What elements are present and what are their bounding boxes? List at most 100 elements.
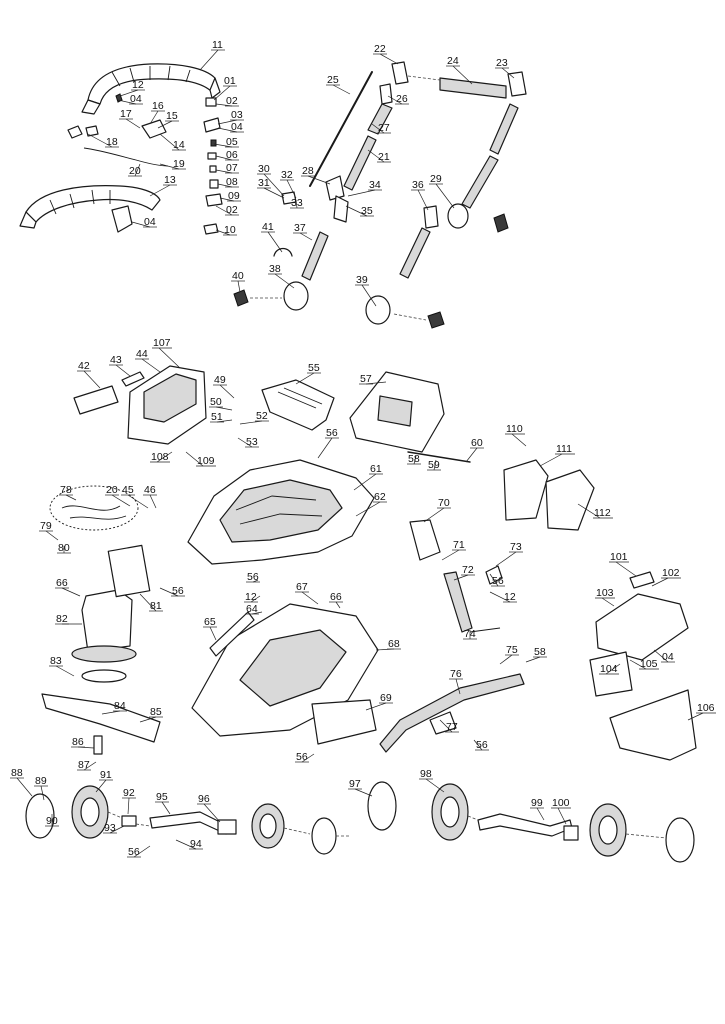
part-number: 06 — [226, 149, 238, 161]
part-label: 81 — [139, 593, 163, 612]
leader-line — [159, 587, 179, 597]
leader-line — [499, 654, 513, 665]
part-number: 56 — [326, 427, 338, 439]
part-number: 15 — [166, 110, 178, 122]
part-number: 13 — [164, 174, 176, 186]
part-number: 92 — [123, 787, 135, 799]
part-label: 04 — [117, 93, 143, 105]
part-label: 17 — [119, 108, 141, 129]
part-label: 51 — [210, 411, 233, 423]
part-label: 98 — [419, 768, 445, 793]
part-label: 09 — [219, 190, 241, 202]
leader-line — [203, 803, 221, 823]
leader-line — [355, 501, 381, 517]
leader-line — [501, 67, 515, 79]
leader-line — [149, 494, 157, 509]
leader-line — [332, 84, 351, 95]
part-number: 09 — [228, 190, 240, 202]
part-number: 106 — [697, 702, 715, 714]
part-number: 105 — [640, 658, 658, 670]
leader-line — [159, 163, 180, 170]
leader-line — [687, 712, 704, 721]
part-number: 23 — [496, 57, 508, 69]
part-label: 30 — [257, 163, 285, 197]
part-number: 46 — [144, 484, 156, 496]
part-label: 33 — [290, 197, 304, 209]
leader-line — [237, 280, 241, 293]
part-number: 78 — [60, 484, 72, 496]
part-number: 75 — [506, 644, 518, 656]
part-number: 74 — [464, 628, 476, 640]
part-number: 37 — [294, 222, 306, 234]
leader-line — [307, 175, 331, 185]
leader-line — [215, 406, 233, 411]
part-label: 62 — [355, 491, 387, 517]
leader-line — [209, 626, 217, 641]
part-label: 20 — [128, 163, 142, 177]
part-number: 90 — [46, 815, 58, 827]
part-number: 64 — [246, 603, 258, 615]
part-number: 94 — [190, 838, 202, 850]
leader-line — [55, 665, 75, 677]
part-number: 29 — [430, 173, 442, 185]
telescopic-handle — [233, 61, 527, 329]
part-label: 75 — [499, 644, 519, 665]
part-label: 56 — [127, 845, 151, 858]
part-number: 104 — [600, 663, 618, 675]
leader-line — [131, 221, 151, 228]
part-number: 49 — [214, 374, 226, 386]
part-label: 21 — [367, 149, 391, 163]
leader-line — [161, 801, 171, 815]
part-number: 65 — [204, 616, 216, 628]
part-number: 72 — [462, 564, 474, 576]
part-number: 100 — [552, 797, 570, 809]
switch-box-111-112 — [503, 459, 595, 531]
handle-cable — [67, 93, 169, 167]
part-label: 45 — [121, 484, 149, 509]
part-label: 31 — [257, 177, 285, 199]
part-number: 79 — [40, 520, 52, 532]
part-label: 08 — [217, 176, 239, 188]
part-number: 28 — [302, 165, 314, 177]
leader-line — [217, 127, 238, 133]
part-number: 30 — [258, 163, 270, 175]
leader-line — [125, 118, 141, 129]
leader-line — [629, 659, 647, 670]
part-number: 02 — [226, 204, 238, 216]
part-number: 111 — [556, 443, 572, 455]
part-number: 39 — [356, 274, 368, 286]
part-label: 46 — [143, 484, 157, 509]
leader-line — [127, 494, 149, 509]
part-number: 16 — [152, 100, 164, 112]
part-label: 29 — [429, 173, 455, 209]
leader-line — [215, 229, 231, 236]
part-number: 38 — [269, 263, 281, 275]
leader-line — [119, 89, 139, 97]
part-label: 40 — [231, 270, 245, 293]
leader-line — [299, 232, 313, 241]
part-number: 26 — [396, 93, 408, 105]
part-number: 45 — [122, 484, 134, 496]
part-number: 05 — [226, 136, 238, 148]
leader-line — [213, 143, 233, 148]
part-label: 55 — [295, 362, 321, 385]
leader-line — [353, 473, 377, 491]
part-label: 92 — [122, 787, 136, 815]
part-label: 03 — [217, 109, 244, 125]
part-label: 25 — [326, 74, 351, 95]
leader-line — [217, 119, 238, 125]
leader-line — [577, 503, 601, 519]
lower-handle-bar — [19, 185, 161, 233]
part-number: 03 — [231, 109, 243, 121]
part-label: 61 — [353, 463, 383, 491]
part-label: 52 — [239, 410, 269, 425]
part-label: 56 — [317, 427, 339, 459]
part-label: 72 — [453, 564, 475, 581]
part-label: 41 — [261, 221, 283, 253]
part-number: 17 — [120, 108, 132, 120]
part-label: 12 — [489, 591, 517, 603]
cable-loom-78 — [49, 485, 139, 531]
leader-line — [267, 231, 283, 253]
part-label: 49 — [213, 374, 235, 399]
part-label: 14 — [159, 133, 186, 151]
